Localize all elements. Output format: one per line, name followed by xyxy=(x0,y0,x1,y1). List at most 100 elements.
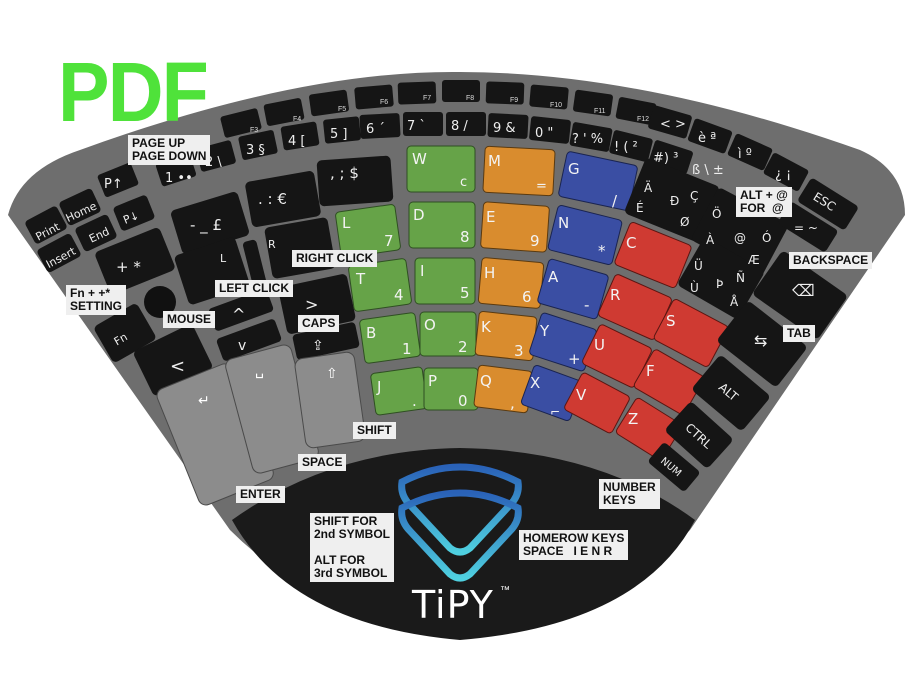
svg-text:#) ³: #) ³ xyxy=(653,151,678,166)
svg-text:␣: ␣ xyxy=(255,363,264,379)
svg-text:S: S xyxy=(666,312,676,330)
key-E[interactable] xyxy=(480,201,550,253)
callout-right-click: RIGHT CLICK xyxy=(292,250,378,267)
svg-text:F11: F11 xyxy=(594,108,606,115)
svg-text:<: < xyxy=(170,356,185,377)
svg-text:F4: F4 xyxy=(293,116,301,123)
svg-text:Ø: Ø xyxy=(680,215,689,229)
keyboard-base xyxy=(232,448,695,640)
callout-caps: CAPS xyxy=(298,315,340,332)
svg-text:Å: Å xyxy=(730,294,739,309)
svg-text:. : €: . : € xyxy=(258,190,287,208)
svg-text:3: 3 xyxy=(514,342,524,360)
svg-text:Ñ: Ñ xyxy=(736,270,745,285)
svg-text:- _ £: - _ £ xyxy=(190,216,222,235)
svg-text:Ç: Ç xyxy=(690,189,698,203)
mouse-trackpoint[interactable] xyxy=(144,286,176,318)
svg-text:F9: F9 xyxy=(510,97,518,104)
svg-text:0: 0 xyxy=(458,392,468,410)
key-A[interactable] xyxy=(537,258,609,320)
svg-text:=: = xyxy=(536,179,547,194)
svg-text:J: J xyxy=(376,378,381,396)
shift-key[interactable] xyxy=(294,351,366,449)
svg-text:3 §: 3 § xyxy=(246,143,265,158)
svg-text:+ *: + * xyxy=(116,258,141,276)
svg-text:F6: F6 xyxy=(380,99,388,106)
svg-text:*: * xyxy=(598,242,606,260)
key-B[interactable] xyxy=(359,312,421,364)
svg-text:^: ^ xyxy=(232,305,245,324)
svg-text:¿ ¡: ¿ ¡ xyxy=(775,167,791,182)
svg-text:↵: ↵ xyxy=(198,393,210,409)
svg-text:>: > xyxy=(305,295,318,314)
function-row xyxy=(220,80,657,138)
svg-text:5: 5 xyxy=(460,284,470,302)
svg-text:+: + xyxy=(568,350,581,368)
svg-text:Ö: Ö xyxy=(712,205,721,221)
callout-shift: SHIFT xyxy=(353,422,396,439)
svg-text:Ó: Ó xyxy=(762,230,771,245)
callout-mouse: MOUSE xyxy=(163,311,216,328)
key-D[interactable] xyxy=(408,201,476,249)
svg-text:1: 1 xyxy=(402,340,412,358)
svg-text:G: G xyxy=(568,160,580,178)
svg-text:! ( ²: ! ( ² xyxy=(614,140,638,155)
callout-space: SPACE xyxy=(298,454,347,471)
svg-text:0 ": 0 " xyxy=(535,126,553,141)
key-S[interactable] xyxy=(653,298,729,368)
callout-tab: TAB xyxy=(783,325,815,342)
callout-alt-at: ALT + @ FOR @ xyxy=(736,187,792,217)
svg-text:v: v xyxy=(238,338,246,354)
svg-text:< >: < > xyxy=(660,117,686,132)
f3-label: F3 xyxy=(250,127,258,134)
svg-text:D: D xyxy=(413,206,425,224)
tipy-logo-icon xyxy=(398,463,522,582)
key-page-up: P↑ xyxy=(104,177,123,192)
svg-text:K: K xyxy=(481,318,492,336)
callout-enter: ENTER xyxy=(236,486,285,503)
svg-text:7: 7 xyxy=(384,232,394,250)
svg-text:6 ´: 6 ´ xyxy=(366,122,385,137)
svg-text:F: F xyxy=(646,362,655,380)
key-O[interactable] xyxy=(419,311,477,357)
pdf-watermark: PDF xyxy=(58,45,209,139)
svg-text:A: A xyxy=(548,268,559,286)
svg-text:Q: Q xyxy=(480,372,492,390)
svg-text:9: 9 xyxy=(530,232,540,250)
key-C[interactable] xyxy=(614,221,692,288)
svg-text:9 &: 9 & xyxy=(493,121,516,136)
svg-text:Ù: Ù xyxy=(690,280,699,295)
svg-text:Fn: Fn xyxy=(112,330,130,348)
key-M[interactable] xyxy=(482,145,556,197)
svg-text:ì º: ì º xyxy=(737,147,752,162)
svg-text:Æ: Æ xyxy=(748,253,760,267)
svg-text:V: V xyxy=(576,386,587,404)
svg-text:,: , xyxy=(510,394,515,412)
svg-text:-: - xyxy=(584,296,589,314)
svg-text:6: 6 xyxy=(522,288,532,306)
svg-text:C: C xyxy=(626,234,636,252)
callout-homerow-keys: HOMEROW KEYS SPACE I E N R xyxy=(519,530,629,560)
key-F[interactable] xyxy=(633,348,705,415)
svg-text:⇆: ⇆ xyxy=(754,331,767,350)
key-G[interactable] xyxy=(558,151,638,211)
svg-text:4: 4 xyxy=(394,286,404,304)
svg-text:= ~: = ~ xyxy=(794,221,818,235)
svg-text:⇪: ⇪ xyxy=(312,338,324,354)
key-N[interactable] xyxy=(547,205,623,266)
svg-text:ß \ ±: ß \ ± xyxy=(692,163,724,178)
svg-text:P↓: P↓ xyxy=(121,209,141,227)
key-I[interactable] xyxy=(414,257,476,305)
svg-text:T: T xyxy=(355,270,366,288)
svg-text:Y: Y xyxy=(539,322,550,340)
svg-text:8 /: 8 / xyxy=(451,119,468,134)
key-V[interactable] xyxy=(563,372,630,434)
callout-page-up-down: PAGE UP PAGE DOWN xyxy=(128,135,211,165)
svg-text:O: O xyxy=(424,316,436,334)
svg-text:5 ]: 5 ] xyxy=(330,127,347,142)
key-W[interactable] xyxy=(406,145,476,193)
svg-text:U: U xyxy=(594,336,605,354)
svg-text:W: W xyxy=(412,150,427,168)
svg-text:Ü: Ü xyxy=(694,257,703,273)
